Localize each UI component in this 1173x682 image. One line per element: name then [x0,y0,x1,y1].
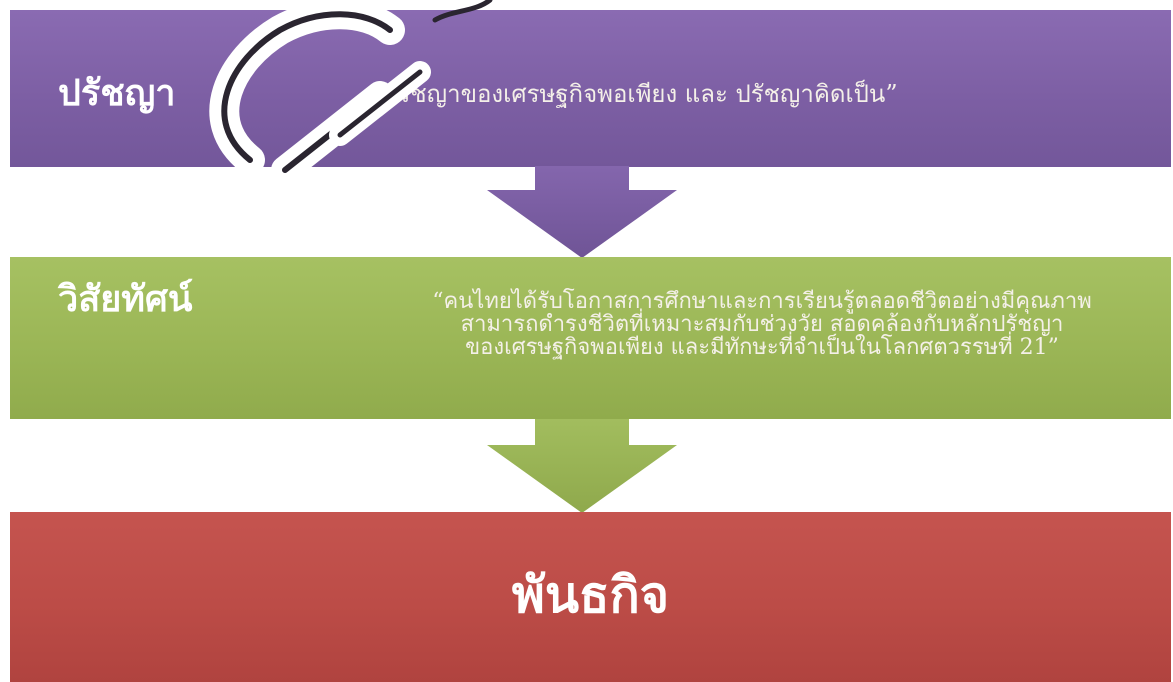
philosophy-heading: ปรัชญา [58,73,176,114]
vision-box: วิสัยทัศน์ “คนไทยได้รับโอกาสการศึกษาและก… [10,257,1171,419]
vision-text-line: สามารถดำรงชีวิตที่เหมาะสมกับช่วงวัย สอดค… [460,312,1064,338]
philosophy-text: “ปรัชญาของเศรษฐกิจพอเพียง และ ปรัชญาคิดเ… [370,80,898,108]
down-arrow-green [487,419,677,513]
mission-box: พันธกิจ [10,512,1171,682]
mission-heading: พันธกิจ [511,566,670,624]
vision-text-line: ของเศรษฐกิจพอเพียง และมีทักษะที่จำเป็นใน… [465,335,1059,361]
vision-text: “คนไทยได้รับโอกาสการศึกษาและการเรียนรู้ต… [362,290,1162,359]
philosophy-box: ปรัชญา “ปรัชญาของเศรษฐกิจพอเพียง และ ปรั… [10,10,1171,167]
vision-text-line: “คนไทยได้รับโอกาสการศึกษาและการเรียนรู้ต… [432,289,1092,314]
vision-heading: วิสัยทัศน์ [58,279,193,320]
down-arrow-purple [487,166,677,258]
